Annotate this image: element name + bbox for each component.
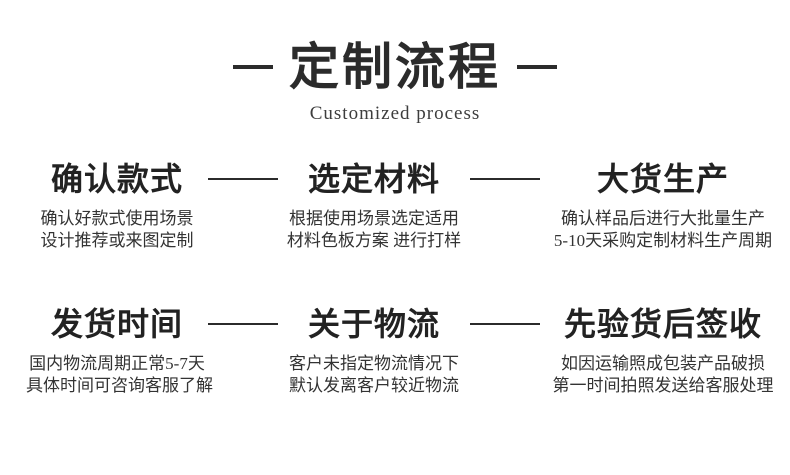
step-description-line-1: 国内物流周期正常5-7天 bbox=[29, 354, 205, 373]
title-row: 定制流程 bbox=[0, 40, 790, 94]
step-description-line-2: 第一时间拍照发送给客服处理 bbox=[552, 376, 774, 395]
process-step-inspect-before-sign: 先验货后签收 如因运输照成包装产品破损 第一时间拍照发送给客服处理 bbox=[540, 306, 786, 397]
process-step-bulk-production: 大货生产 确认样品后进行大批量生产 5-10天采购定制材料生产周期 bbox=[540, 161, 786, 252]
process-step-confirm-style: 确认款式 确认好款式使用场景 设计推荐或来图定制 bbox=[26, 161, 208, 252]
step-title: 发货时间 bbox=[50, 306, 183, 342]
step-title: 确认款式 bbox=[50, 161, 183, 197]
step-description: 客户未指定物流情况下 默认发离客户较近物流 bbox=[278, 353, 470, 397]
step-description-line-2: 5-10天采购定制材料生产周期 bbox=[553, 231, 773, 250]
process-step-shipping-time: 发货时间 国内物流周期正常5-7天 具体时间可咨询客服了解 bbox=[26, 306, 213, 397]
step-description: 根据使用场景选定适用 材料色板方案 进行打样 bbox=[278, 208, 470, 252]
step-title: 关于物流 bbox=[307, 306, 440, 342]
step-description-line-1: 确认样品后进行大批量生产 bbox=[561, 209, 765, 228]
title-dash-right bbox=[517, 65, 557, 69]
connector-line bbox=[208, 178, 278, 180]
title-dash-left bbox=[233, 65, 273, 69]
step-description: 确认样品后进行大批量生产 5-10天采购定制材料生产周期 bbox=[540, 208, 786, 252]
step-description: 如因运输照成包装产品破损 第一时间拍照发送给客服处理 bbox=[540, 353, 786, 397]
step-description-line-2: 设计推荐或来图定制 bbox=[40, 231, 194, 250]
connector-line bbox=[470, 178, 540, 180]
step-description-line-2: 默认发离客户较近物流 bbox=[289, 376, 459, 395]
step-description-line-2: 具体时间可咨询客服了解 bbox=[26, 376, 213, 395]
process-diagram: 确认款式 确认好款式使用场景 设计推荐或来图定制 选定材料 根据使用场景选定适用… bbox=[0, 161, 790, 397]
step-description: 确认好款式使用场景 设计推荐或来图定制 bbox=[26, 208, 208, 252]
step-description-line-2: 材料色板方案 进行打样 bbox=[286, 231, 462, 250]
connector-line bbox=[470, 323, 540, 325]
step-title: 先验货后签收 bbox=[563, 306, 762, 342]
process-step-select-material: 选定材料 根据使用场景选定适用 材料色板方案 进行打样 bbox=[278, 161, 470, 252]
step-title: 大货生产 bbox=[596, 161, 729, 197]
process-row-1: 确认款式 确认好款式使用场景 设计推荐或来图定制 选定材料 根据使用场景选定适用… bbox=[0, 161, 790, 252]
connector-line bbox=[208, 323, 278, 325]
page-title: 定制流程 bbox=[289, 39, 501, 95]
step-description-line-1: 如因运输照成包装产品破损 bbox=[561, 354, 765, 373]
page-subtitle: Customized process bbox=[309, 103, 481, 124]
process-step-about-logistics: 关于物流 客户未指定物流情况下 默认发离客户较近物流 bbox=[278, 306, 470, 397]
step-description: 国内物流周期正常5-7天 具体时间可咨询客服了解 bbox=[26, 353, 213, 397]
step-description-line-1: 确认好款式使用场景 bbox=[40, 209, 194, 228]
process-row-2: 发货时间 国内物流周期正常5-7天 具体时间可咨询客服了解 关于物流 客户未指定… bbox=[0, 306, 790, 397]
step-description-line-1: 客户未指定物流情况下 bbox=[289, 354, 459, 373]
step-description-line-1: 根据使用场景选定适用 bbox=[289, 209, 459, 228]
page-header: 定制流程 Customized process bbox=[0, 40, 790, 125]
step-title: 选定材料 bbox=[307, 161, 440, 197]
